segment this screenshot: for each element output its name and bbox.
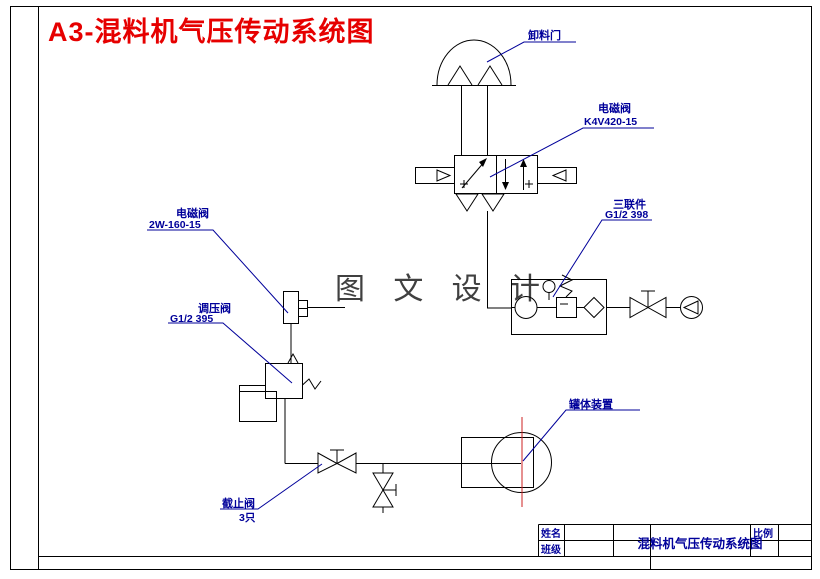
solenoid-left-model: 2W-160-15 xyxy=(149,219,201,231)
regulator-label: 调压阀 xyxy=(198,301,231,315)
solenoid-main-label: 电磁阀 xyxy=(598,101,631,115)
air-source-symbol xyxy=(680,296,703,319)
tank-label: 罐体装置 xyxy=(568,397,613,411)
pipe-lines xyxy=(239,211,680,513)
leader-lines xyxy=(147,41,654,510)
drawing-title: 混料机气压传动系统图 xyxy=(637,536,762,551)
title-block-texts: 姓名 班级 混料机气压传动系统图 比例 xyxy=(540,527,773,556)
tank-symbol xyxy=(461,432,552,493)
title-block xyxy=(538,524,812,570)
pilot-right xyxy=(537,167,577,184)
spring-zigzag xyxy=(558,274,574,298)
name-field-label: 姓名 xyxy=(540,527,561,540)
drawing-frame xyxy=(10,6,812,570)
frl-model: G1/2 398 xyxy=(605,209,648,221)
solenoid-valve-2w-symbol xyxy=(283,291,308,324)
page-title: A3-混料机气压传动系统图 xyxy=(48,16,375,47)
regulator-block xyxy=(556,297,577,318)
frl-label: 三联件 xyxy=(613,197,646,211)
stop-valve-bottom-symbol xyxy=(317,449,357,474)
stop-valve-right-symbol xyxy=(629,290,667,319)
frl-unit-symbol xyxy=(511,274,607,335)
lubricator-diamond xyxy=(583,296,605,319)
pilot-left xyxy=(415,167,455,184)
stop-valve-label: 截止阀 xyxy=(222,496,255,510)
pressure-regulator-symbol xyxy=(239,352,322,422)
solenoid-main-model: K4V420-15 xyxy=(584,116,637,128)
solenoid-left-label: 电磁阀 xyxy=(176,206,209,220)
class-field-label: 班级 xyxy=(541,543,562,556)
stop-valve-branch-symbol xyxy=(372,472,397,508)
annotations: 卸料门 电磁阀 K4V420-15 三联件 G1/2 398 电磁阀 2W-16… xyxy=(149,28,648,524)
directional-valve-symbol xyxy=(415,155,577,212)
scale-field-label: 比例 xyxy=(753,527,773,540)
discharge-door-symbol xyxy=(432,39,516,155)
door-label: 卸料门 xyxy=(528,28,561,42)
regulator-model: G1/2 395 xyxy=(170,313,213,325)
watermark-text: 图 文 设 计 xyxy=(335,273,550,306)
stop-valve-qty: 3只 xyxy=(239,512,256,524)
